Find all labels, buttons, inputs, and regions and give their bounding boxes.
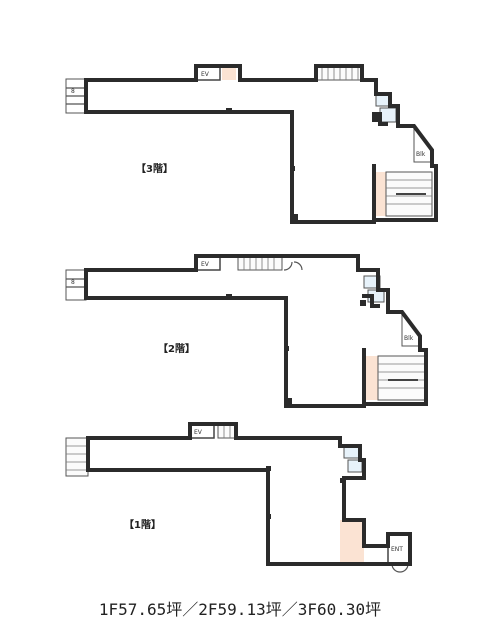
floor-label-1f: 【1階】 (124, 518, 161, 531)
floor-plan-3f: 8 EV Blk (65, 64, 438, 224)
balcony-label-2f: Blk (404, 335, 414, 342)
ev-label-3f: EV (201, 71, 210, 78)
floor-plan-2f: 8 EV Blk 【2階】 (65, 254, 428, 408)
ev-label-1f: EV (194, 429, 203, 436)
ev-label-2f: EV (201, 261, 210, 268)
rest-mark-2f: 8 (71, 279, 75, 286)
balcony-label-3f: Blk (416, 151, 426, 158)
rest-mark-3f: 8 (71, 88, 75, 95)
entrance-label-1f: ENT (391, 546, 403, 553)
area-summary: 1F57.65坪／2F59.13坪／3F60.30坪 (98, 600, 382, 619)
floor-label-3f: 【3階】 (136, 162, 173, 175)
floor-plan-1f: EV ENT 【1階】 (65, 422, 412, 573)
floor-label-2f: 【2階】 (158, 342, 195, 355)
